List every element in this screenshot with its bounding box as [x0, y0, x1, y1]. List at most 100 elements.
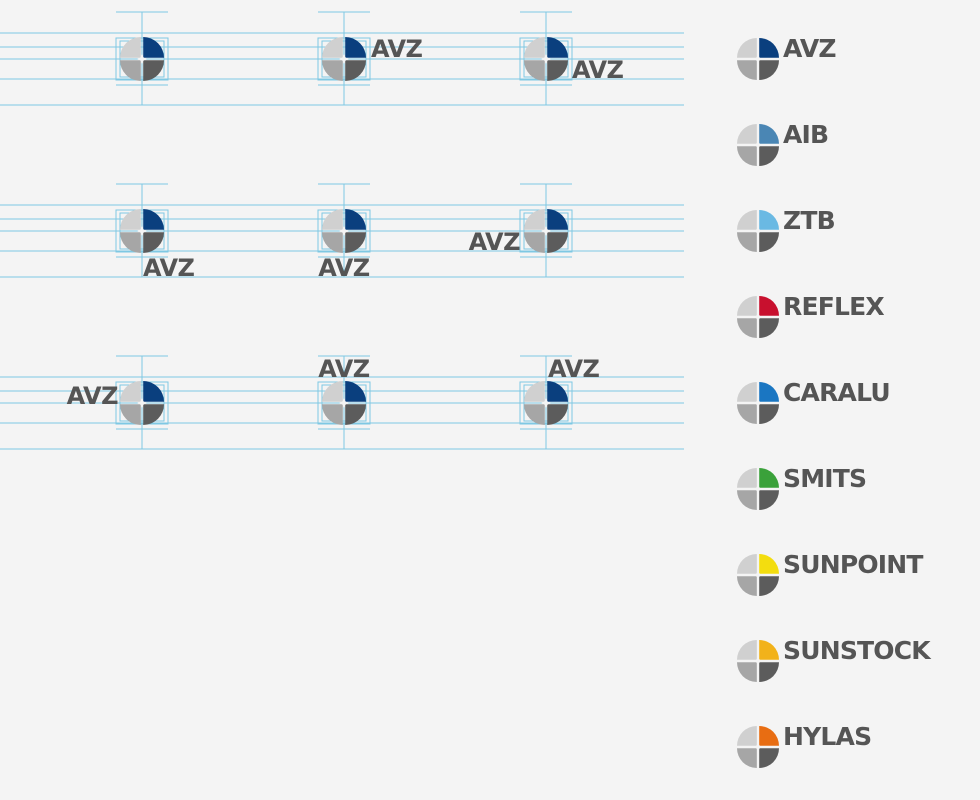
logo-quarter-bottom-left	[120, 232, 141, 253]
brand-logo-mark	[737, 468, 779, 510]
logo-quarter-accent	[345, 381, 366, 402]
construction-logo-mark	[120, 37, 164, 81]
construction-logo-mark	[322, 37, 366, 81]
brand-item: AIB	[737, 120, 829, 166]
brand-item: SMITS	[737, 464, 867, 510]
construction-logo-mark	[524, 209, 568, 253]
logo-quarter-accent	[143, 37, 164, 58]
construction-label: AVZ	[143, 254, 195, 282]
brand-logo-mark	[737, 124, 779, 166]
construction-cell: AVZ	[317, 11, 423, 105]
logo-quarter-accent	[759, 124, 779, 144]
logo-quarter-bottom-right	[759, 662, 779, 682]
guide-box-outer	[115, 37, 169, 81]
guide-box-outer	[317, 209, 371, 253]
construction-label: AVZ	[67, 382, 119, 410]
brand-name: AIB	[783, 120, 828, 149]
brand-logo-mark	[737, 382, 779, 424]
logo-quarter-bottom-left	[120, 60, 141, 81]
logo-quarter-bottom-left	[737, 404, 757, 424]
logo-center-star	[339, 226, 349, 236]
logo-center-star	[753, 484, 763, 494]
logo-quarter-accent	[759, 468, 779, 488]
brand-item: HYLAS	[737, 722, 872, 768]
guide-box-inner	[321, 212, 367, 250]
guide-box-outer	[115, 381, 169, 425]
logo-center-star	[541, 226, 551, 236]
logo-quarter-bottom-right	[547, 60, 568, 81]
logo-quarter-bottom-left	[737, 748, 757, 768]
logo-quarter-bottom-left	[524, 404, 545, 425]
construction-label: AVZ	[318, 254, 370, 282]
guide-box-inner	[321, 40, 367, 78]
brand-logo-mark	[737, 726, 779, 768]
logo-center-star	[339, 54, 349, 64]
construction-logo-mark	[524, 381, 568, 425]
logo-quarter-bottom-left	[524, 60, 545, 81]
brand-name: HYLAS	[783, 722, 871, 751]
construction-cell: AVZ	[115, 183, 195, 282]
logo-quarter-top-left	[737, 210, 757, 230]
construction-logo-mark	[120, 209, 164, 253]
construction-logo-mark	[120, 381, 164, 425]
logo-quarter-accent	[759, 726, 779, 746]
brand-item: ZTB	[737, 206, 836, 252]
logo-quarter-bottom-right	[759, 318, 779, 338]
construction-logo-mark	[322, 381, 366, 425]
logo-quarter-top-left	[322, 381, 343, 402]
guide-box-outer	[317, 381, 371, 425]
construction-label: AVZ	[548, 355, 600, 383]
logo-quarter-bottom-right	[143, 232, 164, 253]
logo-quarter-bottom-left	[737, 146, 757, 166]
guide-box-inner	[119, 212, 165, 250]
logo-quarter-bottom-right	[759, 576, 779, 596]
brand-item: SUNPOINT	[737, 550, 924, 596]
construction-cell: AVZ	[519, 11, 624, 105]
logo-quarter-bottom-left	[120, 404, 141, 425]
logo-quarter-accent	[547, 209, 568, 230]
logo-quarter-bottom-left	[737, 318, 757, 338]
construction-cell: AVZ	[519, 355, 600, 449]
logo-quarter-top-left	[737, 726, 757, 746]
construction-label: AVZ	[572, 56, 624, 84]
logo-quarter-accent	[143, 209, 164, 230]
brand-logo-list: AVZAIBZTBREFLEXCARALUSMITSSUNPOINTSUNSTO…	[737, 34, 933, 768]
logo-quarter-top-left	[737, 296, 757, 316]
logo-quarter-accent	[759, 554, 779, 574]
brand-name: ZTB	[783, 206, 835, 235]
logo-quarter-bottom-right	[345, 404, 366, 425]
logo-center-star	[137, 398, 147, 408]
logo-center-star	[541, 54, 551, 64]
logo-quarter-top-left	[120, 381, 141, 402]
logo-quarter-accent	[759, 296, 779, 316]
guide-box-outer	[317, 37, 371, 81]
guide-box-outer	[519, 381, 573, 425]
construction-cell: AVZ	[67, 355, 169, 449]
logo-center-star	[753, 312, 763, 322]
brand-logo-mark	[737, 38, 779, 80]
brand-name: CARALU	[783, 378, 890, 407]
logo-quarter-accent	[547, 37, 568, 58]
guide-box-inner	[523, 40, 569, 78]
guide-box-outer	[115, 209, 169, 253]
construction-cell: AVZ	[317, 183, 371, 282]
logo-center-star	[753, 656, 763, 666]
logo-quarter-accent	[345, 209, 366, 230]
logo-quarter-bottom-left	[737, 576, 757, 596]
logo-quarter-accent	[547, 381, 568, 402]
logo-quarter-bottom-right	[547, 404, 568, 425]
brand-item: REFLEX	[737, 292, 885, 338]
brand-logo-mark	[737, 554, 779, 596]
guide-box-inner	[119, 384, 165, 422]
construction-cell: AVZ	[469, 183, 573, 277]
logo-quarter-bottom-right	[759, 490, 779, 510]
logo-quarter-bottom-right	[547, 232, 568, 253]
logo-quarter-top-left	[322, 209, 343, 230]
logo-quarter-top-left	[737, 640, 757, 660]
logo-center-star	[753, 140, 763, 150]
brand-name: SMITS	[783, 464, 866, 493]
brand-item: SUNSTOCK	[737, 636, 933, 682]
logo-quarter-bottom-left	[322, 404, 343, 425]
logo-quarter-top-left	[524, 381, 545, 402]
